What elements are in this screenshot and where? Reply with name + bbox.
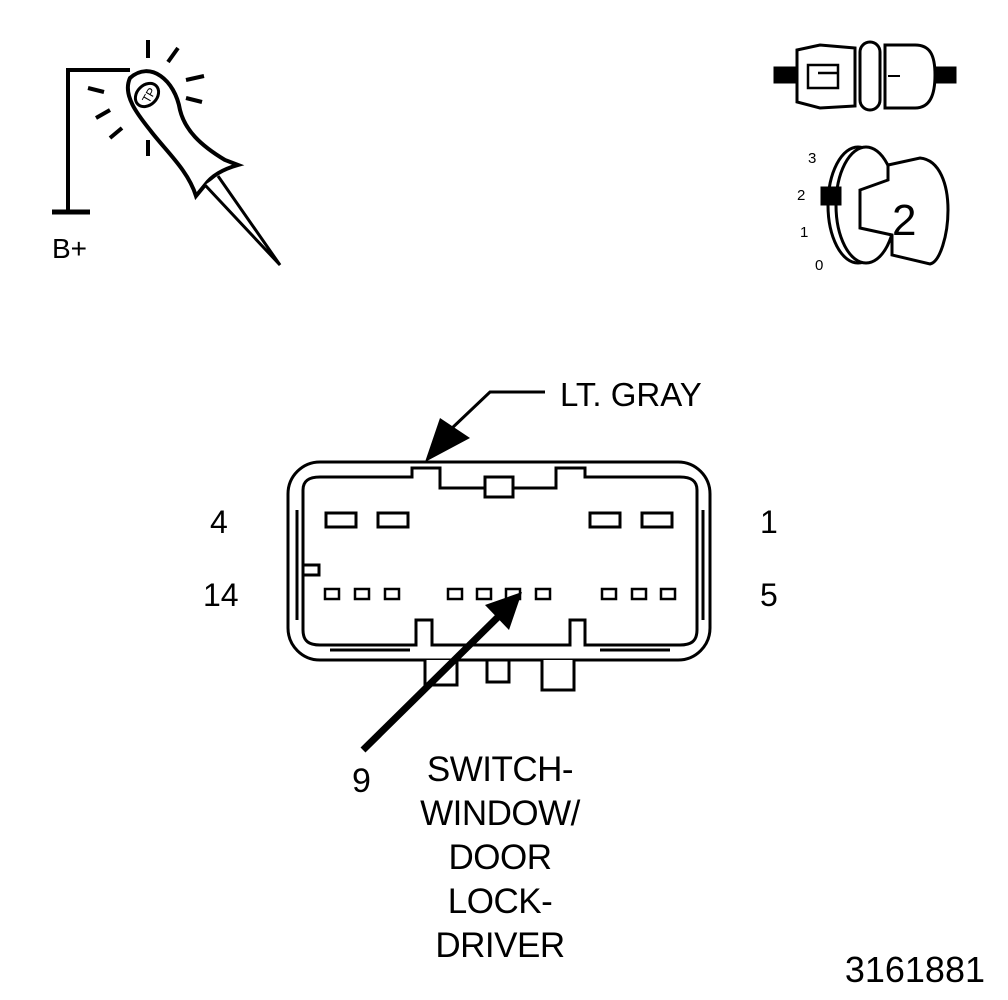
- pin-cavity: [630, 587, 648, 601]
- highlighted-pin-number: 9: [352, 762, 371, 800]
- supply-label: B+: [52, 233, 87, 264]
- figure-id: 3161881: [845, 949, 985, 990]
- pin-cavity: [659, 587, 677, 601]
- disconnected-connector-icon: [773, 40, 957, 112]
- pin-callout-arrow: [360, 592, 522, 753]
- pin-row-top: [324, 511, 674, 529]
- caption-line: DOOR: [448, 838, 553, 877]
- pin-cavity: [534, 587, 552, 601]
- pin-label-bottom-left: 14: [203, 577, 239, 613]
- pin-cavity: [376, 511, 410, 529]
- ignition-position-3: 3: [808, 150, 816, 167]
- ignition-position-0: 0: [815, 257, 823, 274]
- pin-cavity: [353, 587, 371, 601]
- caption-line: DRIVER: [435, 926, 565, 965]
- ignition-key-number: 2: [892, 196, 916, 245]
- caption-line: SWITCH-: [426, 750, 574, 789]
- wire-color-label: LT. GRAY: [560, 376, 702, 413]
- caption-line: WINDOW/: [420, 794, 580, 833]
- pin-cavity: [640, 511, 674, 529]
- pin-cavity: [323, 587, 341, 601]
- test-lamp-icon: TP: [52, 40, 282, 267]
- pin-cavity: [475, 587, 493, 601]
- ignition-key-icon: [820, 145, 950, 266]
- pin-cavity: [600, 587, 618, 601]
- connector-face: [286, 460, 712, 692]
- wire-color-leader: [425, 390, 545, 462]
- pin-cavity: [446, 587, 464, 601]
- pin-label-top-right: 1: [760, 504, 778, 540]
- ignition-position-1: 1: [800, 224, 808, 241]
- pin-row-bottom: [323, 587, 677, 601]
- pin-cavity: [324, 511, 358, 529]
- pin-cavity: [588, 511, 622, 529]
- pin-label-top-left: 4: [210, 504, 228, 540]
- svg-text:TP: TP: [139, 85, 159, 105]
- ignition-position-2: 2: [797, 187, 805, 204]
- caption-line: LOCK-: [447, 882, 553, 921]
- pin-label-bottom-right: 5: [760, 577, 778, 613]
- pin-cavity: [383, 587, 401, 601]
